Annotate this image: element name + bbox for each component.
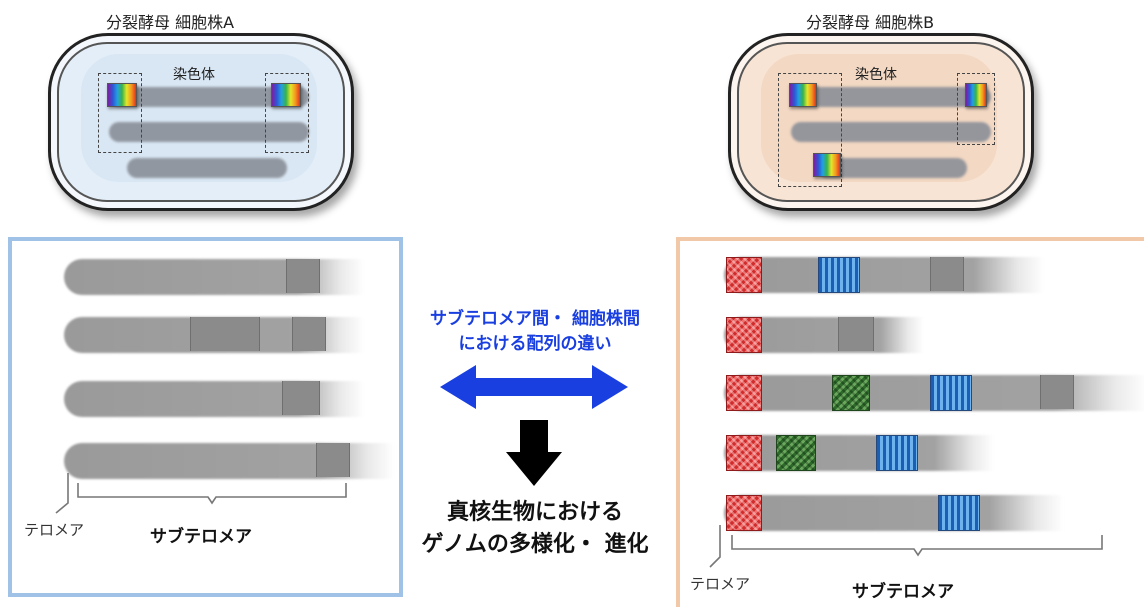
repeat-element-green [832, 375, 870, 411]
telomere-repeat [726, 435, 762, 471]
subtelomere-marker [965, 83, 987, 107]
double-arrow-icon [440, 365, 628, 409]
telomere-label: テロメア [690, 575, 751, 593]
subtelomere-segment [282, 381, 320, 415]
subtelomere-box-left [98, 73, 142, 153]
result-caption-line1: 真核生物における [446, 500, 623, 525]
telomere-repeat [726, 495, 762, 531]
cell-a: 染色体 [48, 33, 354, 211]
chromosome [109, 122, 309, 142]
subtelomere-box-right [957, 73, 995, 145]
result-caption-line2: ゲノムの多様化・ 進化 [421, 532, 649, 557]
telomere-repeat [726, 257, 762, 293]
telomere-label: テロメア [24, 521, 85, 539]
subtelomere-box-right [265, 73, 309, 153]
subtelomere-segment [286, 259, 320, 293]
chromosome-strand [724, 435, 994, 471]
subtelomere-segment [838, 317, 874, 351]
cell-b-chromosome-label: 染色体 [855, 67, 897, 83]
repeat-element-blue [876, 435, 918, 471]
repeat-element-blue [818, 257, 860, 293]
chromosome [817, 158, 967, 178]
subtelomere-marker [813, 153, 841, 177]
subtelomere-segment [292, 317, 326, 351]
down-arrow-icon [506, 420, 562, 486]
cell-b: 染色体 [728, 33, 1034, 211]
subtelomere-label: サブテロメア [852, 582, 954, 602]
cell-a-chromosome-label: 染色体 [173, 67, 215, 83]
chromosome [127, 158, 287, 178]
cell-a-title: 分裂酵母 細胞株A [106, 13, 235, 32]
panel-b: テロメア サブテロメア [676, 237, 1144, 607]
repeat-element-blue [930, 375, 972, 411]
subtelomere-marker [789, 83, 817, 107]
subtelomere-label: サブテロメア [150, 527, 252, 547]
chromosome [109, 87, 309, 107]
cell-b-title: 分裂酵母 細胞株B [806, 13, 935, 32]
telomere-repeat [726, 375, 762, 411]
repeat-element-blue [938, 495, 980, 531]
subtelomere-segment [930, 257, 964, 291]
chromosome-strand [724, 257, 1044, 293]
panel-a: テロメア サブテロメア [8, 237, 403, 597]
subtelomere-segment [316, 443, 350, 477]
repeat-element-green [776, 435, 816, 471]
subtelomere-marker [271, 83, 301, 107]
bracket-lines [709, 525, 1103, 568]
subtelomere-segment [190, 317, 260, 351]
subtelomere-box-left [778, 73, 842, 187]
subtelomere-segment [1040, 375, 1074, 409]
bracket-lines [55, 473, 347, 514]
difference-caption-line2: における配列の違い [458, 334, 612, 354]
subtelomere-marker [107, 83, 137, 107]
chromosome-strand [724, 495, 1064, 531]
difference-caption-line1: サブテロメア間・ 細胞株間 [430, 309, 640, 329]
telomere-repeat [726, 317, 762, 353]
